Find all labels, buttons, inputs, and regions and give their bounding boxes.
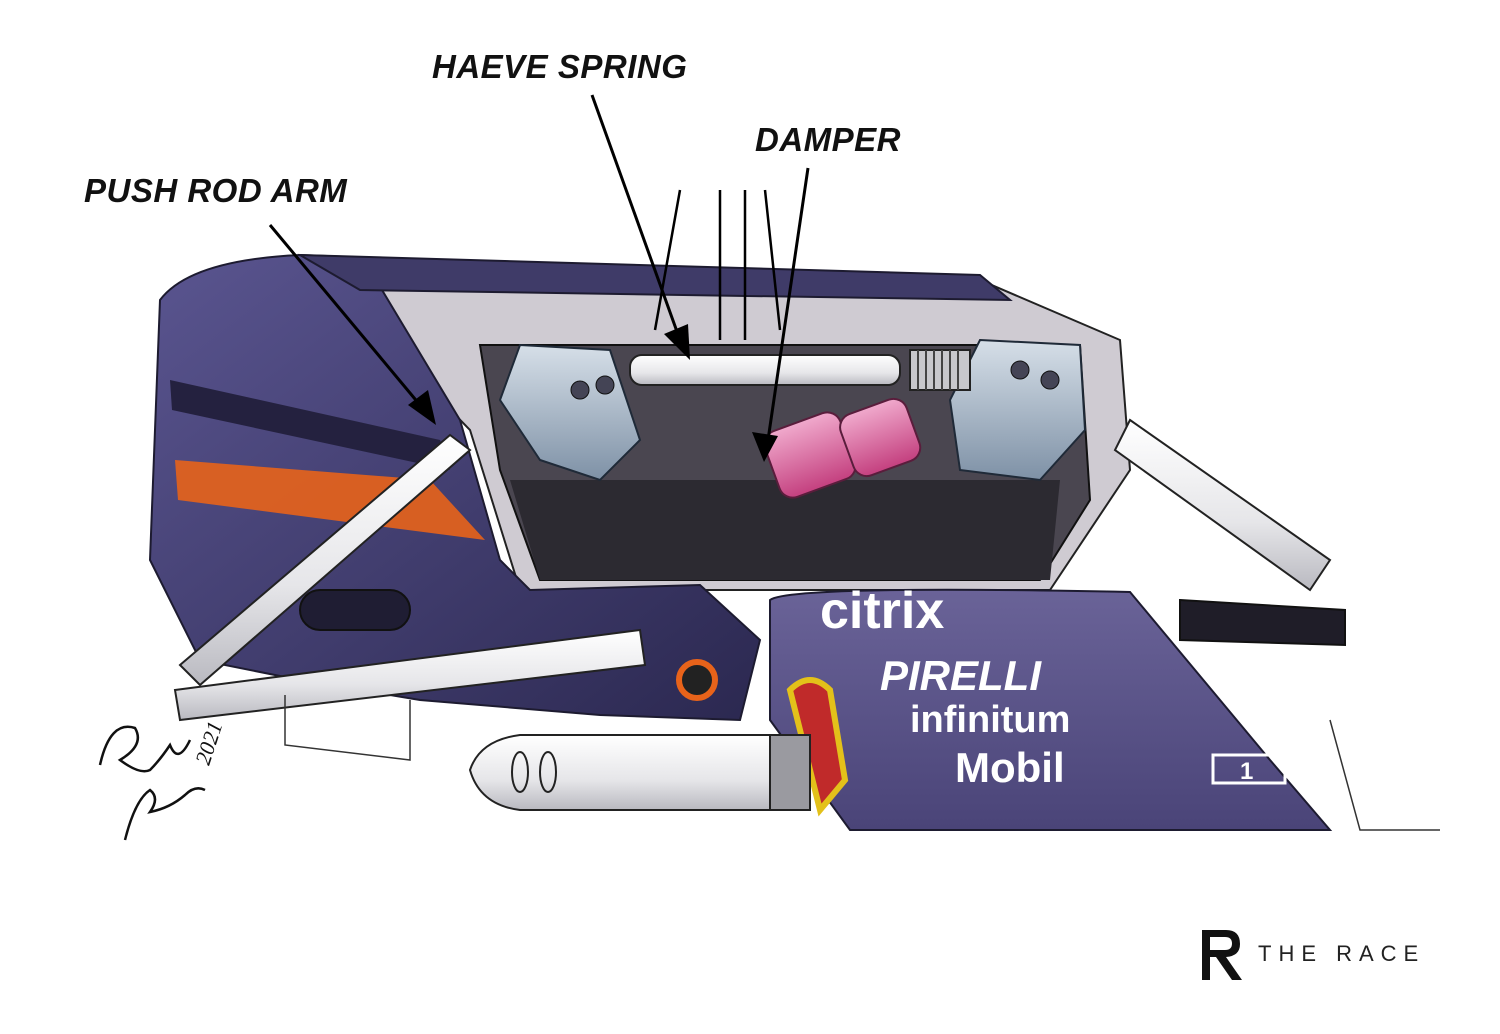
sponsor-citrix: citrix [820,582,944,640]
arrow-haeve-spring [590,94,682,341]
artist-signature [98,725,206,841]
rocker-brackets [498,338,1087,482]
r-logo-icon [1202,930,1242,980]
heave-spring [629,349,971,391]
camera-pod [468,734,811,811]
lower-wing-outline [284,695,1440,831]
sponsor-infinitum: infinitum [910,699,1070,741]
arrow-push-rod-arm [268,224,422,406]
callout-arrows [268,94,810,462]
suspension-tubes [173,418,1346,722]
mounting-ring [676,659,718,701]
sponsor-pirelli: PIRELLI [880,652,1042,699]
brand-name: THE RACE [1258,941,1426,966]
label-damper: DAMPER [755,121,902,158]
label-haeve-spring: HAEVE SPRING [432,48,688,85]
arrow-damper [766,167,810,441]
sponsor-mobil-number: 1 [1240,758,1253,785]
nose-cone: citrix PIRELLI infinitum Mobil 1 [769,582,1333,831]
chassis-bay [297,253,1132,591]
label-push-rod-arm: PUSH ROD ARM [84,172,348,209]
sponsor-mobil: Mobil [955,744,1065,791]
damper-unit [763,397,922,499]
brand-logo: THE RACE [1198,926,1425,982]
